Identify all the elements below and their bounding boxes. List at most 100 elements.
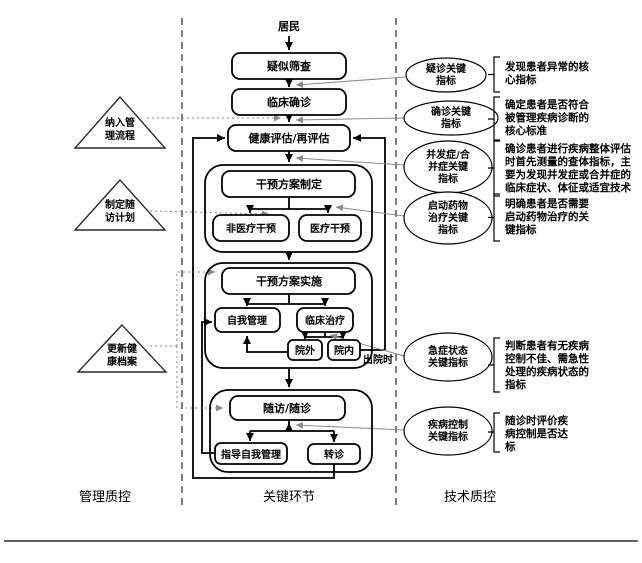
out-hospital-to-self-mgmt xyxy=(243,336,288,353)
plan-label: 干预方案制定 xyxy=(256,177,322,191)
triangle-label: 更新健 xyxy=(107,342,137,355)
annotation-line: 确定患者是否符合 xyxy=(505,98,589,111)
annotation-line: 处理的疾病状态的 xyxy=(504,365,589,378)
brace xyxy=(488,139,500,197)
ellipse-label: 启动药物 xyxy=(428,199,468,212)
referral-box xyxy=(307,443,361,465)
connector xyxy=(295,154,405,166)
ellipse-label: 急症状态 xyxy=(428,344,468,357)
clinical-label: 临床治疗 xyxy=(305,314,345,327)
annotation-line: 控制不佳、需急性 xyxy=(505,352,589,365)
brace xyxy=(488,337,500,393)
ellipse-label: 指标 xyxy=(438,172,458,185)
annotation-line: 明确患者是否需要 xyxy=(505,197,589,210)
flow-boxes xyxy=(212,52,362,465)
ellipse-label: 并发症/合 xyxy=(426,148,471,161)
non-medical-label: 非医疗干预 xyxy=(226,222,276,235)
acute-state-indicator-ellipse xyxy=(403,332,493,382)
lane-label-technical: 技术质控 xyxy=(444,490,496,505)
guide-to-self-mgmt-loop xyxy=(201,318,215,454)
triangle-label: 理流程 xyxy=(105,129,135,142)
self-mgmt-box xyxy=(214,307,281,333)
indicator-links xyxy=(295,76,406,431)
diagnosis-label: 临床确诊 xyxy=(267,95,312,109)
screening-box xyxy=(231,52,347,80)
plan-container xyxy=(204,164,373,253)
indicator-ellipses xyxy=(403,57,499,456)
implement-container xyxy=(204,262,373,369)
medical-label: 医疗干预 xyxy=(310,222,350,235)
annotation-line: 指标 xyxy=(505,378,526,391)
annotation-line: 时首先测量的查体指标，主 xyxy=(505,155,631,168)
annotation-line: 临床症状、体征或适宜技术 xyxy=(505,181,631,194)
annotation-line: 病控制是否达 xyxy=(505,427,568,440)
diagnosis-box xyxy=(231,88,347,116)
followup-plan-triangle xyxy=(73,178,167,231)
self-mgmt-label: 自我管理 xyxy=(227,314,267,327)
suspect-indicator-ellipse xyxy=(405,57,487,93)
connector xyxy=(329,333,405,357)
enroll-triangle xyxy=(73,95,167,149)
implement-box xyxy=(221,267,356,295)
triangle-label: 康档案 xyxy=(107,355,138,368)
connector xyxy=(295,76,406,88)
ellipse-label: 关键指标 xyxy=(428,356,468,369)
in-hospital-box xyxy=(327,339,361,361)
connector xyxy=(295,421,405,431)
diagnosis-indicator-ellipse xyxy=(403,100,499,136)
lane-dividers xyxy=(181,18,397,507)
annotation-line: 确诊患者进行疾病整体评估 xyxy=(505,142,631,155)
triangle-label: 访计划 xyxy=(105,211,135,224)
ellipse-label: 指标 xyxy=(436,74,456,87)
connector xyxy=(176,268,215,346)
implement-label: 干预方案实施 xyxy=(256,274,322,288)
annotation-braces xyxy=(488,56,500,453)
medical-box xyxy=(298,214,362,242)
in-hospital-label: 院内 xyxy=(334,344,354,357)
assessment-box xyxy=(227,124,351,152)
out-hospital-box xyxy=(287,339,323,361)
annotation-line: 心指标 xyxy=(505,73,537,86)
ellipse-label: 疑诊关键 xyxy=(426,62,467,75)
assessment-label: 健康评估/再评估 xyxy=(248,131,329,145)
brace xyxy=(488,96,500,142)
referral-to-assessment-loop xyxy=(192,134,335,479)
connector xyxy=(335,204,405,217)
annotation-line: 随诊时评价疾 xyxy=(505,414,568,427)
brace xyxy=(488,412,500,453)
update-record-triangle xyxy=(76,323,168,373)
guide-self-mgmt-label: 指导自我管理 xyxy=(221,448,281,461)
screening-label: 疑似筛查 xyxy=(267,59,311,73)
lane-label-key-steps: 关键环节 xyxy=(263,490,315,505)
annotation-line: 启动药物治疗的关 xyxy=(505,210,589,223)
management-triangles xyxy=(73,95,168,373)
followup-box xyxy=(229,395,346,421)
followup-container xyxy=(209,389,373,473)
annotation-line: 键指标 xyxy=(504,223,537,236)
ellipse-label: 关键指标 xyxy=(428,430,468,443)
ellipse-label: 确诊关键 xyxy=(431,105,472,118)
ellipse-label: 疾病控制 xyxy=(428,418,468,431)
connector xyxy=(149,210,270,218)
non-medical-box xyxy=(212,214,290,242)
annotation-line: 核心标准 xyxy=(505,124,547,137)
annotation-line: 被管理疾病诊断的 xyxy=(505,111,589,124)
annotation-line: 判断患者有无疾病 xyxy=(505,339,589,352)
plan-box xyxy=(221,170,356,198)
triangle-label: 纳入管 xyxy=(105,116,135,129)
triangle-label: 制定随 xyxy=(105,198,135,211)
annotation-line: 发现患者异常的核 xyxy=(504,60,589,73)
management-links xyxy=(147,114,281,412)
ellipse-label: 指标 xyxy=(438,223,458,236)
ellipse-label: 并症关键 xyxy=(428,160,469,173)
brace xyxy=(488,193,500,242)
ellipse-label: 治疗关键 xyxy=(428,211,469,224)
connector xyxy=(176,346,223,412)
connector xyxy=(295,116,405,124)
lane-label-management: 管理质控 xyxy=(79,490,131,505)
control-indicator-ellipse xyxy=(403,406,493,456)
followup-label: 随访/随诊 xyxy=(263,401,312,415)
annotation-line: 标 xyxy=(504,440,516,453)
